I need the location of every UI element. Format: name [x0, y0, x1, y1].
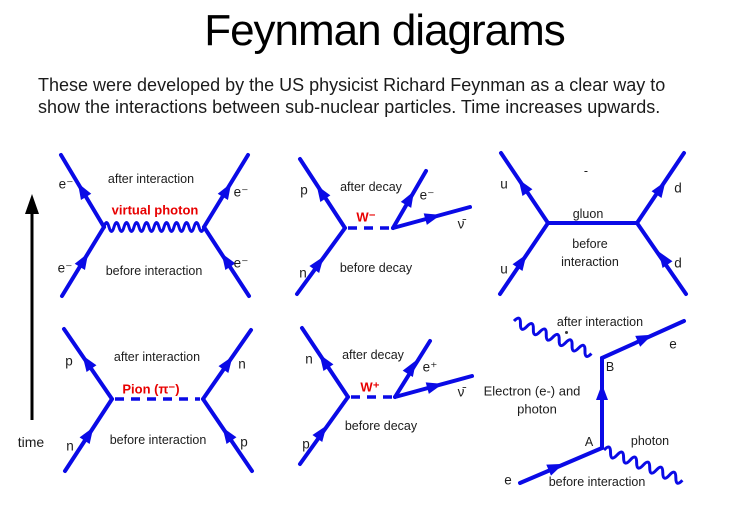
particle-label-u: u [500, 176, 508, 192]
particle-label-e: e [504, 472, 512, 488]
after-interaction-label: after interaction [107, 171, 195, 186]
arrowhead [218, 356, 233, 373]
w-minus-label: W⁻ [356, 209, 376, 225]
arrowhead [79, 427, 94, 444]
particle-label-p: p [65, 353, 73, 369]
photon-wavy-line [102, 221, 206, 233]
particle-label-antineutrino: ν̄ [457, 216, 465, 232]
diagram-beta-plus-decay [298, 326, 474, 466]
arrowhead [400, 191, 415, 208]
arrowhead [512, 254, 527, 271]
vertex-label-a: A [584, 434, 594, 449]
arrowhead [74, 253, 89, 270]
arrowhead [319, 354, 334, 371]
page-title: Feynman diagrams [204, 6, 566, 55]
time-label: time [17, 434, 45, 450]
particle-label-e: e⁻ [57, 260, 73, 276]
photon-label: photon [630, 433, 670, 448]
particle-label-n: n [305, 351, 313, 367]
before-decay-label: before decay [344, 418, 418, 433]
arrowhead [402, 360, 417, 377]
arrowhead [312, 425, 327, 442]
diagram-beta-minus-decay [295, 157, 472, 296]
arrowhead [309, 256, 324, 273]
diagram-electron-repulsion [59, 153, 251, 298]
arrowhead [651, 181, 666, 198]
arrowhead [635, 334, 653, 347]
after-interaction-label: after interaction [113, 349, 201, 364]
description-line-1: These were developed by the US physicist… [38, 75, 666, 95]
particle-label-e: e⁻ [58, 176, 74, 192]
arrowhead [658, 251, 673, 268]
arrowhead [217, 183, 232, 200]
description-line-2: show the interactions between sub-nuclea… [38, 97, 661, 117]
arrowhead [82, 355, 97, 372]
diagram-quark-gluon [498, 151, 688, 296]
photon-wavy-line-in [512, 316, 593, 358]
diagram-electron-photon [512, 316, 686, 485]
arrowhead [316, 185, 331, 202]
gluon-label: gluon [572, 206, 604, 221]
particle-label-d: d [674, 255, 682, 271]
particle-label-positron: e⁺ [422, 359, 438, 375]
particle-label-p: p [300, 182, 308, 198]
particle-label-n: n [299, 265, 307, 281]
particle-label-antineutrino: ν̄ [457, 384, 465, 400]
particle-label-e: e⁻ [419, 187, 435, 203]
after-decay-label: after decay [342, 347, 404, 362]
before-interaction-label-line2: interaction [561, 254, 619, 269]
after-interaction-label: after interaction [556, 314, 644, 329]
particle-label-e: e⁻ [233, 184, 249, 200]
after-decay-label: after decay [340, 179, 402, 194]
compton-caption-line2: photon [517, 401, 557, 417]
vertex-label-b: B [605, 359, 615, 374]
time-arrow [25, 194, 39, 420]
description: These were developed by the US physicist… [38, 74, 718, 118]
arrowhead [222, 427, 237, 444]
w-plus-label: W⁺ [360, 379, 380, 395]
photon-wavy-line-out [602, 445, 684, 485]
virtual-photon-label: virtual photon [111, 202, 199, 218]
particle-label-e: e [669, 336, 677, 352]
arrowhead [596, 384, 608, 400]
arrowhead [221, 253, 236, 270]
particle-label-p: p [302, 436, 310, 452]
arrowhead [518, 179, 533, 196]
before-interaction-label: before interaction [109, 432, 207, 447]
diagram-pion-exchange [62, 327, 254, 473]
arrowhead [546, 463, 564, 476]
before-decay-label: before decay [339, 260, 413, 275]
particle-label-n: n [66, 438, 74, 454]
compton-caption-line1: Electron (e-) and [483, 383, 581, 399]
before-interaction-label: before interaction [105, 263, 203, 278]
particle-label-u: u [500, 261, 508, 277]
particle-label-e: e⁻ [233, 255, 249, 271]
stray-dot [565, 331, 568, 334]
before-interaction-label: before interaction [548, 474, 646, 489]
arrowhead [425, 382, 443, 394]
pion-label: Pion (π⁻) [122, 381, 180, 397]
before-interaction-label-line1: before [572, 236, 608, 251]
time-arrowhead-icon [25, 194, 39, 214]
particle-label-d: d [674, 180, 682, 196]
particle-label-p: p [240, 434, 248, 450]
particle-label-n: n [238, 356, 246, 372]
arrowhead [423, 213, 441, 225]
arrowhead [77, 183, 92, 200]
dash-label: - [583, 163, 589, 178]
